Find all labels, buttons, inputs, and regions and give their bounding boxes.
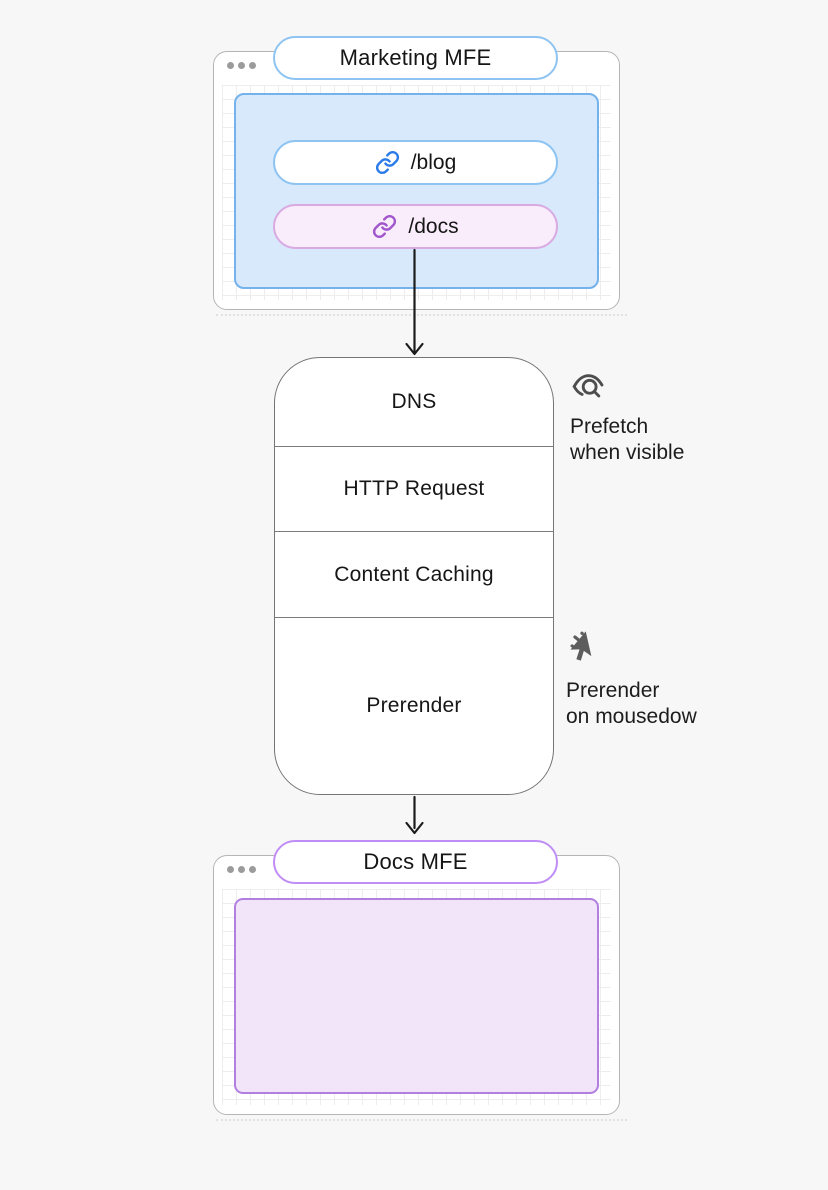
- stage-content-caching-label: Content Caching: [334, 562, 494, 586]
- docs-content-panel: [234, 898, 599, 1094]
- eye-magnifier-icon: [570, 367, 684, 408]
- window-dot-icon: [227, 62, 234, 69]
- prefetch-annotation-line-2: when visible: [570, 441, 685, 464]
- docs-route-label: /docs: [408, 214, 459, 238]
- prefetch-annotation-line-1: Prefetch: [570, 415, 649, 438]
- stage-prerender: Prerender: [275, 617, 553, 794]
- stage-prerender-label: Prerender: [366, 694, 462, 717]
- marketing-window-title: Marketing MFE: [273, 36, 558, 80]
- arrowhead-icon: [405, 821, 424, 835]
- stage-http-request-label: HTTP Request: [343, 477, 485, 500]
- docs-window-title-label: Docs MFE: [363, 849, 468, 874]
- arrowhead-icon: [405, 342, 424, 356]
- docs-window-title: Docs MFE: [273, 840, 558, 884]
- prerender-annotation: Prerender on mousedow: [566, 631, 697, 730]
- marketing-window-title-label: Marketing MFE: [339, 45, 492, 70]
- stage-dns: DNS: [275, 358, 553, 446]
- blog-route-link[interactable]: /blog: [273, 140, 558, 185]
- window-dot-icon: [249, 866, 256, 873]
- prerender-annotation-line-1: Prerender: [566, 679, 660, 702]
- blog-route-label: /blog: [410, 150, 457, 174]
- docs-browser-window: Docs MFE: [213, 840, 627, 1121]
- prerender-annotation-line-2: on mousedow: [566, 705, 697, 728]
- speculation-pipeline: DNS HTTP Request Content Caching Prerend…: [274, 357, 554, 795]
- cursor-click-icon: [568, 631, 697, 674]
- window-controls-icon: [227, 62, 256, 69]
- marketing-content-panel: [234, 93, 599, 289]
- link-icon: [375, 150, 400, 175]
- prefetch-annotation: Prefetch when visible: [570, 367, 684, 466]
- window-dot-icon: [227, 866, 234, 873]
- window-controls-icon: [227, 866, 256, 873]
- stage-http-request: HTTP Request: [275, 446, 553, 531]
- window-dot-icon: [249, 62, 256, 69]
- stage-dns-label: DNS: [391, 390, 437, 413]
- docs-route-link[interactable]: /docs: [273, 204, 558, 249]
- link-icon: [372, 214, 397, 239]
- window-dot-icon: [238, 866, 245, 873]
- window-dot-icon: [238, 62, 245, 69]
- stage-content-caching: Content Caching: [275, 531, 553, 617]
- marketing-browser-window: Marketing MFE /blog /docs: [213, 36, 627, 316]
